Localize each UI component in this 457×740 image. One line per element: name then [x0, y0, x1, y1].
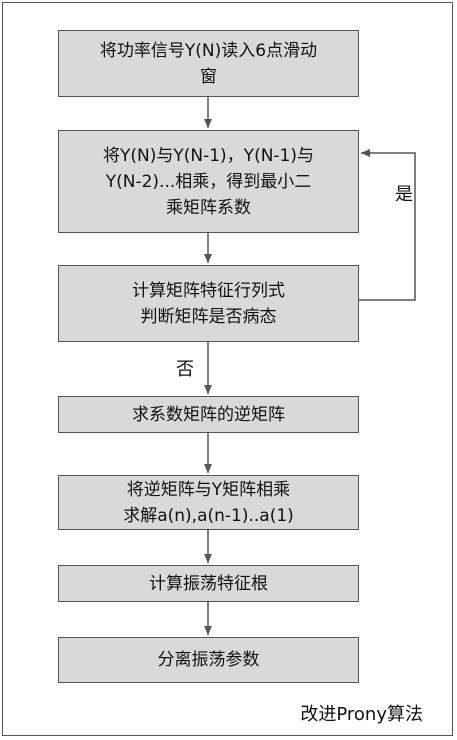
step-characteristic-roots: 计算振荡特征根	[58, 565, 359, 602]
step-multiply-coefficients: 将Y(N)与Y(N-1)，Y(N-1)与 Y(N-2)...相乘，得到最小二 乘…	[58, 130, 359, 233]
step-inverse-matrix: 求系数矩阵的逆矩阵	[58, 396, 359, 433]
step-line: 求系数矩阵的逆矩阵	[132, 404, 285, 425]
step-line: 将功率信号Y(N)读入6点滑动	[99, 40, 318, 61]
step-separate-parameters: 分离振荡参数	[58, 637, 359, 683]
step-line: 求解a(n),a(n-1)..a(1)	[123, 505, 294, 526]
step-line: 判断矩阵是否病态	[140, 306, 277, 327]
step-line: 将逆矩阵与Y矩阵相乘	[126, 479, 291, 500]
step-line: 窗	[200, 66, 217, 87]
diagram-caption: 改进Prony算法	[300, 704, 423, 725]
step-line: 乘矩阵系数	[166, 197, 251, 218]
step-line: 将Y(N)与Y(N-1)，Y(N-1)与	[103, 145, 314, 166]
step-line: 计算振荡特征根	[149, 573, 268, 594]
step-line: 计算矩阵特征行列式	[132, 280, 285, 301]
step-line: 分离振荡参数	[157, 650, 260, 670]
yes-label: 是	[395, 184, 413, 205]
step-solve-coefficients: 将逆矩阵与Y矩阵相乘 求解a(n),a(n-1)..a(1)	[58, 475, 359, 530]
diagram-frame	[2, 2, 453, 736]
step-determinant-check: 计算矩阵特征行列式 判断矩阵是否病态	[58, 265, 359, 342]
step-read-window: 将功率信号Y(N)读入6点滑动 窗	[58, 30, 359, 97]
step-line: Y(N-2)...相乘，得到最小二	[105, 171, 312, 192]
no-label: 否	[176, 359, 194, 380]
feedback-arrow-yes	[359, 149, 416, 301]
